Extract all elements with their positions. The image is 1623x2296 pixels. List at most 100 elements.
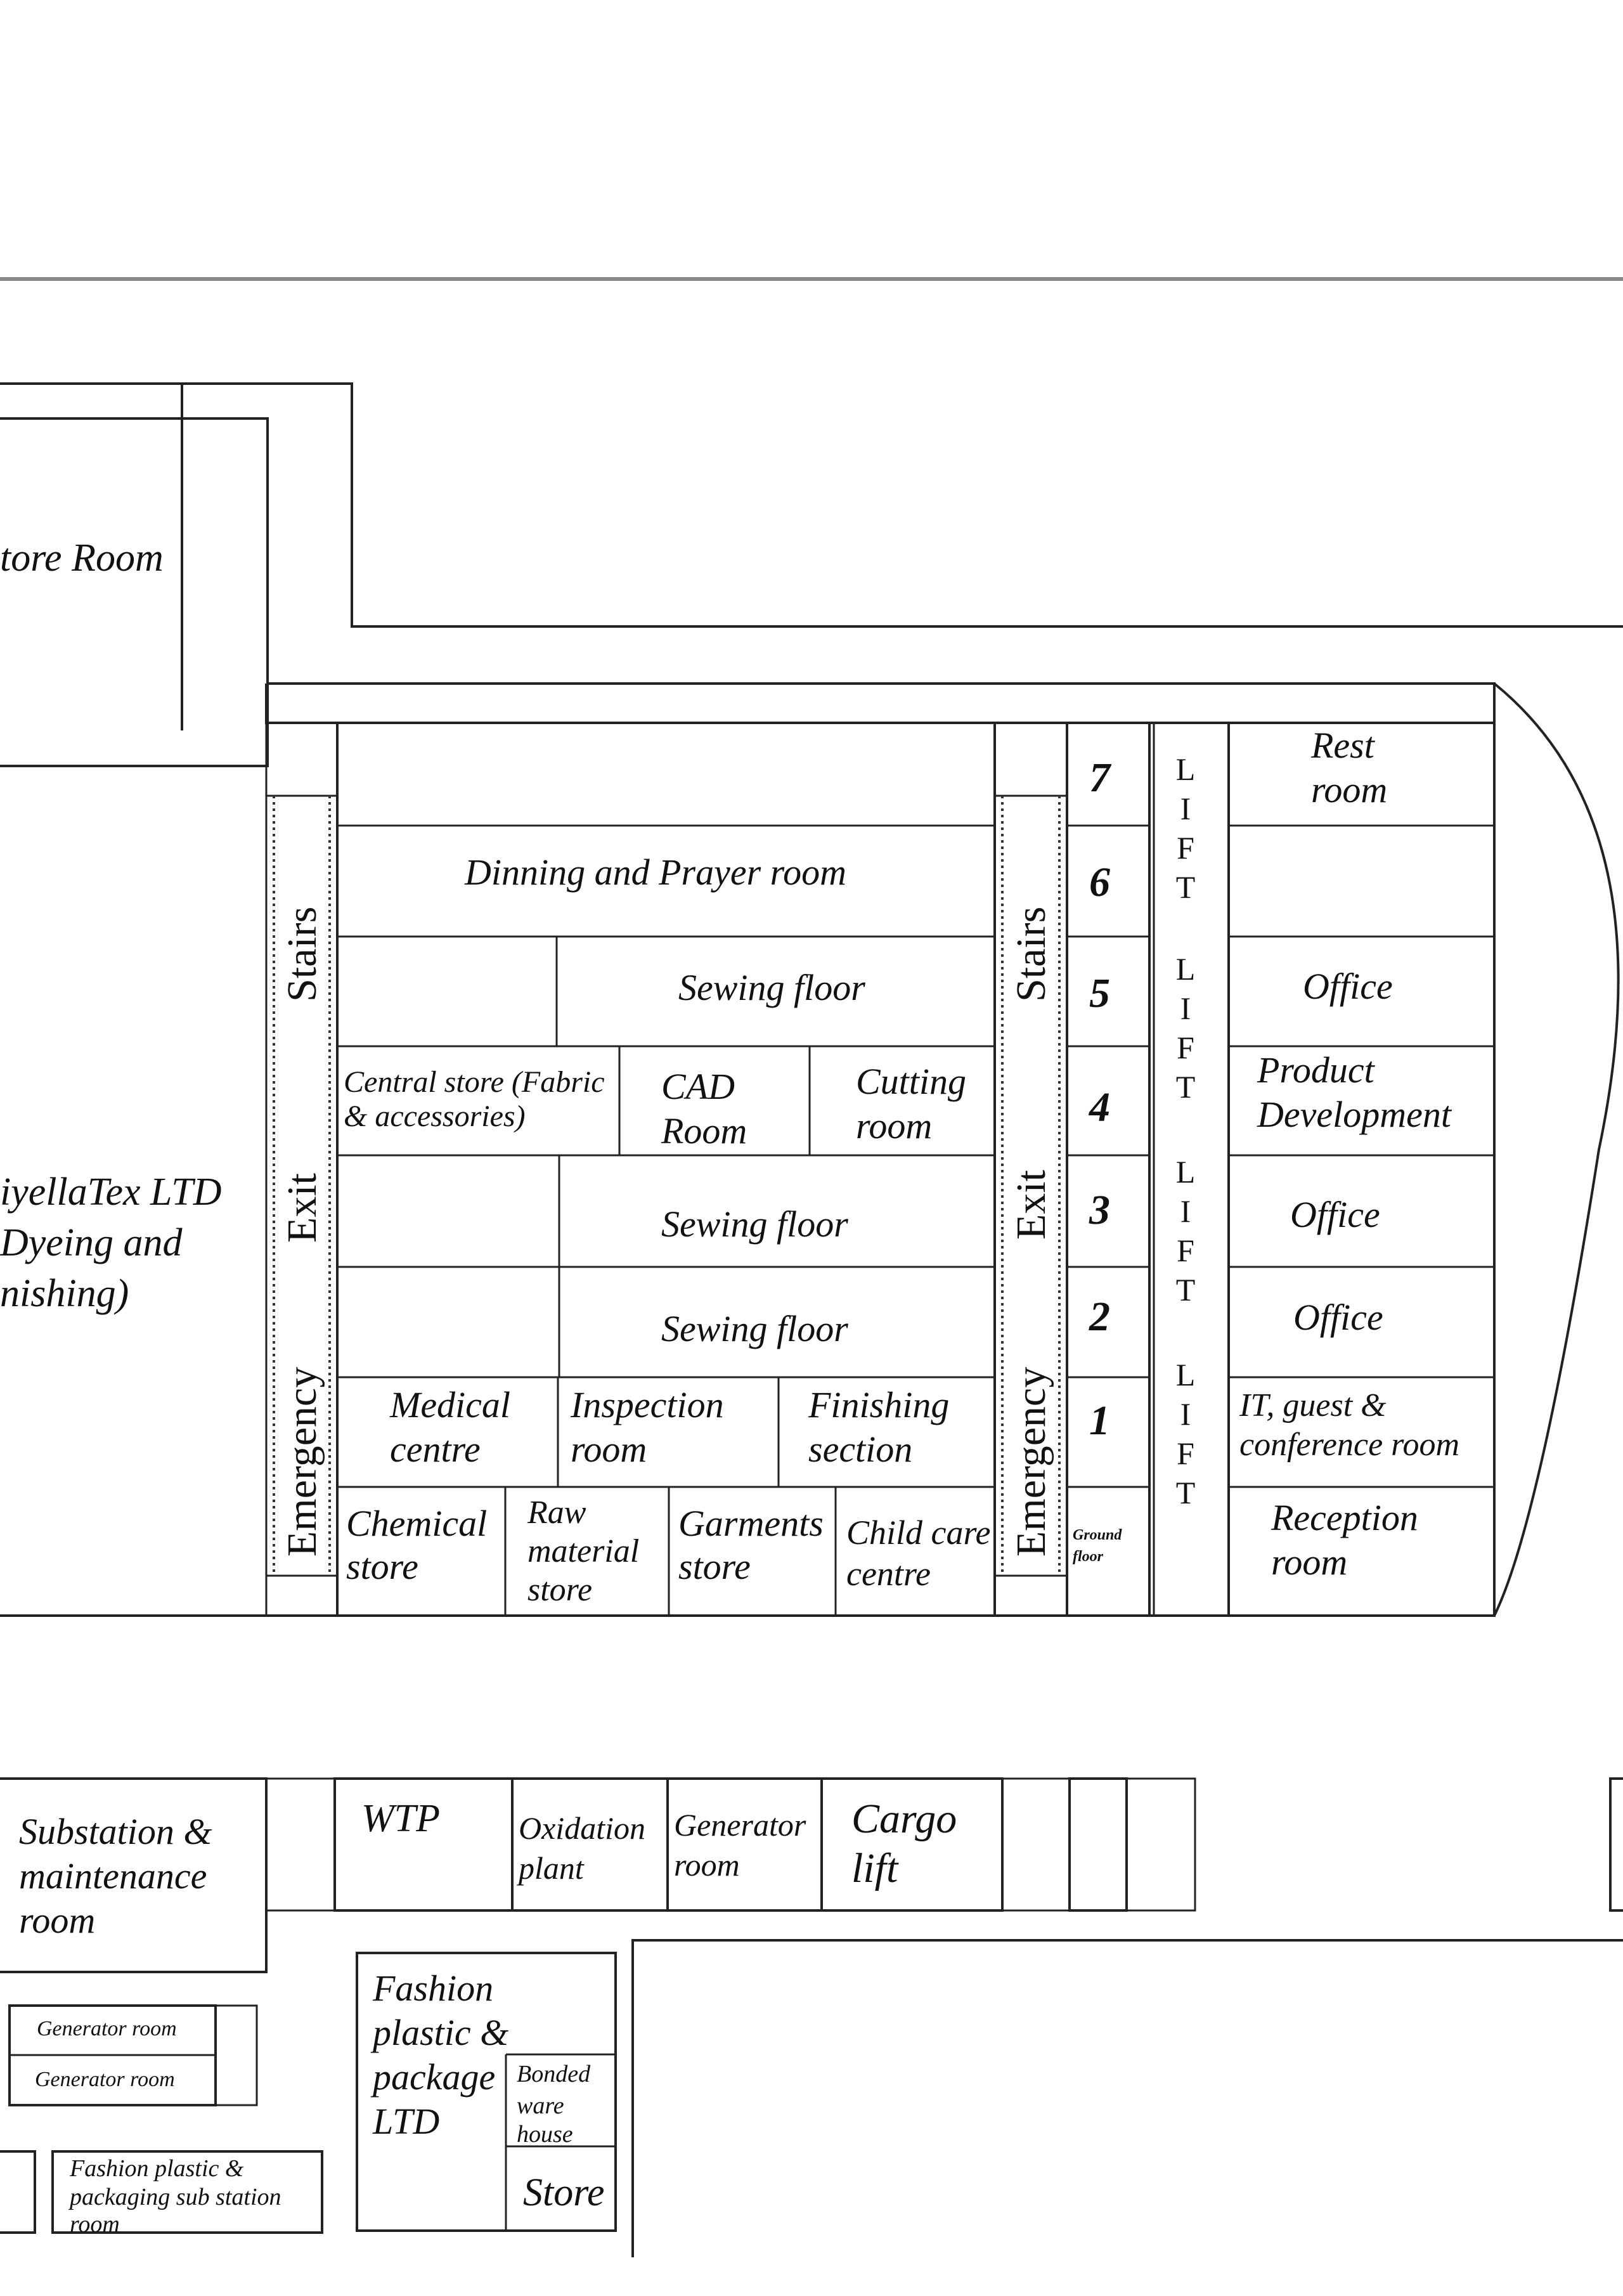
reception-line-2: room — [1271, 1541, 1347, 1583]
lift-letter-4-1: L — [1176, 1357, 1196, 1392]
fashion-plastic-line-1: Fashion — [372, 1968, 493, 2009]
it-guest-line-2: conference room — [1239, 1427, 1459, 1463]
lift-letter-3-3: F — [1177, 1233, 1194, 1268]
floor-number-2: 2 — [1089, 1294, 1110, 1340]
lift-letter-4-3: F — [1177, 1436, 1194, 1471]
substation-room-block — [51, 2150, 323, 2234]
office-5: Office — [1303, 966, 1393, 1007]
cad-room-line-1: CAD — [661, 1066, 735, 1107]
left-stair-bottom-hatch — [265, 1574, 339, 1617]
main-building-curve — [1493, 682, 1620, 1616]
medical-centre-line-2: centre — [390, 1429, 481, 1470]
utility-stair-hatch-1 — [265, 1777, 336, 1912]
finishing-section-line-2: section — [808, 1429, 912, 1470]
floor-number-5: 5 — [1089, 970, 1110, 1016]
generator-line-2: room — [674, 1847, 740, 1883]
tex-ltd-line-3: nishing) — [0, 1272, 129, 1315]
product-dev-line-1: Product — [1257, 1049, 1376, 1091]
left-emergency-label: Emergency — [279, 1367, 325, 1557]
right-emergency-label: Emergency — [1008, 1367, 1054, 1557]
store-room-inner — [0, 417, 269, 767]
left-exit-label: Exit — [279, 1173, 325, 1243]
right-staircase: Stairs Exit Emergency — [993, 722, 1068, 1617]
substation-line-1: Substation & — [19, 1811, 212, 1852]
floor-number-column: 7 6 5 4 3 2 1 Ground floor — [1066, 722, 1151, 1617]
ground-floor-line-1: Ground — [1073, 1527, 1122, 1543]
generator-line-1: Generator — [674, 1807, 806, 1843]
floor-column — [1066, 722, 1151, 1617]
raw-material-line-3: store — [527, 1572, 592, 1608]
cargo-lift-line-2: lift — [851, 1845, 899, 1891]
rest-room-line-1: Rest — [1310, 725, 1376, 766]
generator-room-box — [666, 1777, 823, 1912]
lift-letter-1-2: I — [1180, 791, 1191, 826]
child-care-line-1: Child care — [846, 1514, 990, 1552]
reception-line-1: Reception — [1271, 1497, 1418, 1538]
main-building-top — [265, 682, 1496, 724]
floor-number-7: 7 — [1089, 755, 1112, 801]
substation-room-line-3: room — [70, 2211, 120, 2238]
lower-buildings: Generator room Generator room Fashion pl… — [0, 1952, 617, 2238]
substation-room-line-1: Fashion plastic & — [69, 2155, 244, 2182]
left-staircase: Stairs Exit Emergency — [265, 722, 339, 1617]
left-stair-top-hatch — [265, 722, 339, 797]
right-stair-bottom-hatch — [993, 1574, 1068, 1617]
floor-number-4: 4 — [1088, 1084, 1110, 1131]
cad-room-line-2: Room — [661, 1110, 747, 1151]
lift-letter-3-4: T — [1176, 1272, 1196, 1307]
substation-line-3: room — [19, 1900, 95, 1941]
fashion-plastic-line-3: package — [370, 2056, 495, 2098]
lift-letter-2-2: I — [1180, 990, 1191, 1026]
office-2: Office — [1293, 1297, 1383, 1338]
right-exit-label: Exit — [1008, 1170, 1054, 1240]
garments-store-line-2: store — [678, 1546, 751, 1587]
inspection-room-line-2: room — [571, 1429, 647, 1470]
chemical-store-line-2: store — [346, 1546, 418, 1587]
central-store-line-1: Central store (Fabric — [344, 1065, 605, 1099]
right-column — [1227, 722, 1496, 1617]
product-dev-line-2: Development — [1257, 1094, 1452, 1135]
oxidation-line-1: Oxidation — [519, 1810, 645, 1846]
fashion-plastic-building — [356, 1952, 617, 2232]
sewing-floor-3: Sewing floor — [661, 1203, 848, 1245]
lift-letter-1-3: F — [1177, 830, 1194, 866]
lift-letter-2-3: F — [1177, 1030, 1194, 1065]
generator-room-1: Generator room — [37, 2017, 177, 2040]
bonded-line-3: house — [517, 2121, 573, 2148]
utility-stair-hatch-2 — [1001, 1777, 1071, 1912]
substation-line-2: maintenance — [19, 1855, 207, 1897]
cutting-room-line-1: Cutting — [856, 1061, 966, 1102]
inspection-room-line-1: Inspection — [570, 1384, 724, 1425]
lift-letter-2-4: T — [1176, 1069, 1196, 1105]
store-room-text: tore Room — [0, 536, 164, 580]
fashion-plastic-line-2: plastic & — [370, 2012, 508, 2053]
floor-number-3: 3 — [1089, 1187, 1110, 1233]
floor-number-1: 1 — [1089, 1398, 1110, 1444]
lift-letter-3-2: I — [1180, 1193, 1191, 1229]
generator-rooms-hatch — [214, 2004, 258, 2106]
cargo-lift-line-1: Cargo — [851, 1796, 957, 1842]
left-stairs-label: Stairs — [279, 907, 325, 1002]
floor-number-6: 6 — [1089, 859, 1110, 905]
raw-material-line-2: material — [527, 1533, 639, 1569]
central-store-line-2: & accessories) — [344, 1099, 526, 1133]
raw-material-line-1: Raw — [527, 1495, 586, 1531]
bonded-line-2: ware — [517, 2092, 564, 2119]
small-left-block — [0, 2150, 36, 2234]
store-room-label: tore Room — [0, 536, 164, 580]
bonded-line-1: Bonded — [517, 2061, 591, 2087]
fashion-plastic-line-4: LTD — [372, 2101, 439, 2142]
lower-compound-wall — [631, 1939, 1623, 2257]
garments-store-line-1: Garments — [678, 1503, 824, 1544]
finishing-section-line-1: Finishing — [808, 1384, 949, 1425]
lift-letter-4-2: I — [1180, 1396, 1191, 1432]
it-guest-line-1: IT, guest & — [1239, 1387, 1387, 1424]
child-care-line-2: centre — [846, 1555, 931, 1593]
right-stairs-label: Stairs — [1008, 907, 1054, 1002]
sewing-floor-5: Sewing floor — [678, 967, 865, 1008]
substation-room-line-2: packaging sub station — [68, 2184, 281, 2210]
store-label: Store — [523, 2171, 605, 2214]
lift-letter-4-4: T — [1176, 1475, 1196, 1510]
